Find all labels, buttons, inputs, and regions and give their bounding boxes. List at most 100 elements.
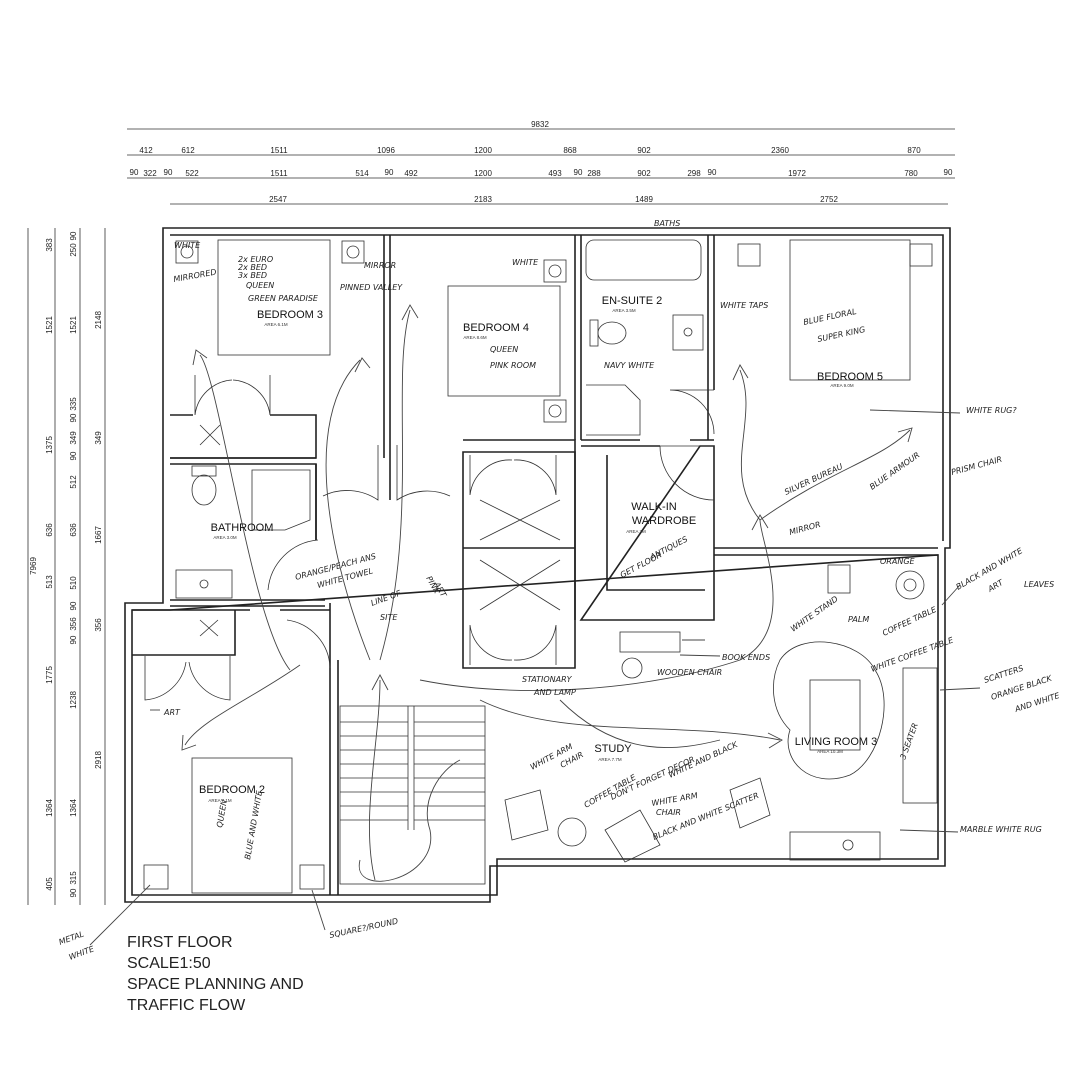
coffee-table-icon	[557, 817, 587, 847]
note-art: ART	[163, 708, 181, 717]
dim-r1-7: 2360	[771, 146, 789, 155]
door-swing-icon	[286, 619, 331, 669]
plan-footer: FIRST FLOOR SCALE1:50 SPACE PLANNING AND…	[127, 932, 304, 1016]
note-euro: 2x EURO	[238, 255, 273, 264]
note-navy-white: NAVY WHITE	[604, 361, 655, 370]
note-orange: ORANGE	[880, 557, 916, 566]
side-table-icon	[143, 864, 169, 890]
note-pink-room: PINK ROOM	[490, 361, 536, 370]
room-area-bedroom5: AREA 9.0M	[830, 383, 854, 388]
footer-title: FIRST FLOOR	[127, 934, 233, 951]
room-name-ensuite2: EN-SUITE 2	[602, 295, 663, 307]
note-marble-rug: MARBLE WHITE RUG	[960, 825, 1042, 834]
dim-lb-14: 1364	[69, 799, 78, 817]
walls	[124, 227, 951, 903]
dim-r2-9: 493	[548, 169, 562, 178]
dim-lb-4: 335	[69, 397, 78, 411]
note-super-king: SUPER KING	[817, 325, 867, 344]
flow-arrow-icon	[479, 699, 781, 741]
side-table-icon	[737, 243, 761, 267]
sink-icon	[175, 569, 233, 599]
door-swing-icon	[513, 624, 557, 665]
toilet-icon	[589, 319, 599, 347]
note-wooden-chair: WOODEN CHAIR	[657, 668, 722, 677]
note-and-lamp: AND LAMP	[533, 688, 576, 697]
flow-arrow-icon	[199, 354, 291, 671]
door-swing-icon	[396, 445, 451, 501]
dim-left-outer: 7969	[29, 557, 38, 575]
note-green-paradise: GREEN PARADISE	[248, 294, 319, 303]
note-three-seater: 3 SEATER	[898, 722, 920, 761]
note-white-taps: WHITE TAPS	[720, 301, 768, 310]
dim-r1-8: 870	[907, 146, 921, 155]
bed-icon	[447, 285, 561, 397]
staircase	[339, 705, 486, 885]
traffic-flow-arrows	[181, 304, 913, 882]
room-name-bedroom5: BEDROOM 5	[817, 371, 883, 383]
dim-r2-0: 90	[130, 168, 139, 177]
dim-r2-1: 322	[143, 169, 157, 178]
dim-lb-11: 90	[69, 635, 78, 644]
note-blue-white: BLUE AND WHITE	[243, 789, 264, 860]
flow-arrow-icon	[379, 309, 411, 661]
footer-subtitle-2: TRAFFIC FLOW	[127, 997, 246, 1014]
sink-icon	[672, 314, 704, 351]
dim-lb-12: 356	[69, 617, 78, 631]
dim-lc-3: 356	[94, 618, 103, 632]
room-name-walkin-line2: WARDROBE	[632, 515, 696, 527]
dim-r1-6: 902	[637, 146, 651, 155]
note-scatters-1: SCATTERS	[983, 664, 1025, 685]
dim-la-5: 1775	[45, 666, 54, 684]
dim-lb-8: 636	[69, 523, 78, 537]
note-blue-armour: BLUE ARMOUR	[868, 450, 922, 491]
dim-r3-3: 2752	[820, 195, 838, 204]
footer-scale: SCALE1:50	[127, 955, 211, 972]
armchair-icon	[504, 789, 549, 841]
dim-r2-11: 288	[587, 169, 601, 178]
furniture	[143, 239, 938, 894]
dim-r2-6: 90	[385, 168, 394, 177]
dim-lb-10: 510	[69, 576, 78, 590]
dim-r2-3: 522	[185, 169, 199, 178]
side-table-icon	[341, 240, 365, 264]
dim-r2-7: 492	[404, 169, 418, 178]
bed-icon	[217, 239, 331, 356]
bed-icon	[191, 757, 293, 894]
room-area-living3: AREA 10.3M	[817, 749, 843, 754]
door-swing-icon	[659, 445, 715, 501]
note-square-round: SQUARE?/ROUND	[329, 917, 399, 940]
flow-arrow-icon	[184, 664, 301, 746]
dim-r2-4: 1511	[270, 169, 288, 178]
dim-la-6: 1364	[45, 799, 54, 817]
chair-icon	[621, 657, 643, 679]
dim-r2-17: 90	[944, 168, 953, 177]
door-swing-icon	[469, 624, 513, 665]
room-name-bathroom: BATHROOM	[211, 522, 274, 534]
bed-icon	[789, 239, 911, 381]
dim-r1-1: 612	[181, 146, 195, 155]
dimension-overall: 9832	[531, 120, 549, 129]
door-swing-icon	[188, 656, 231, 701]
note-mirror-b5: MIRROR	[788, 520, 821, 537]
flow-arrow-icon	[368, 679, 381, 881]
side-table-icon	[543, 399, 567, 423]
flow-arrow-icon	[759, 429, 911, 521]
flow-arrow-icon	[419, 519, 774, 691]
note-line-of-site-1: LINE OF	[370, 589, 403, 608]
door-swing-icon	[469, 455, 513, 496]
dim-lb-3: 90	[69, 413, 78, 422]
dim-r2-10: 90	[574, 168, 583, 177]
doors	[144, 375, 715, 701]
coffee-table-icon	[809, 679, 861, 751]
dim-lb-6: 349	[69, 431, 78, 445]
room-area-bedroom2: AREA 7.1M	[208, 798, 232, 803]
note-metal-white-1: METAL	[58, 930, 86, 947]
door-swing-icon	[322, 445, 379, 501]
dim-r2-13: 298	[687, 169, 701, 178]
note-bw-art-2: ART	[986, 577, 1006, 594]
dim-lb-5: 90	[69, 451, 78, 460]
note-mirror-b3: MIRROR	[364, 261, 396, 270]
dim-lb-15: 90	[69, 888, 78, 897]
dim-lc-0: 2148	[94, 311, 103, 329]
room-area-bathroom: AREA 3.0M	[213, 535, 237, 540]
